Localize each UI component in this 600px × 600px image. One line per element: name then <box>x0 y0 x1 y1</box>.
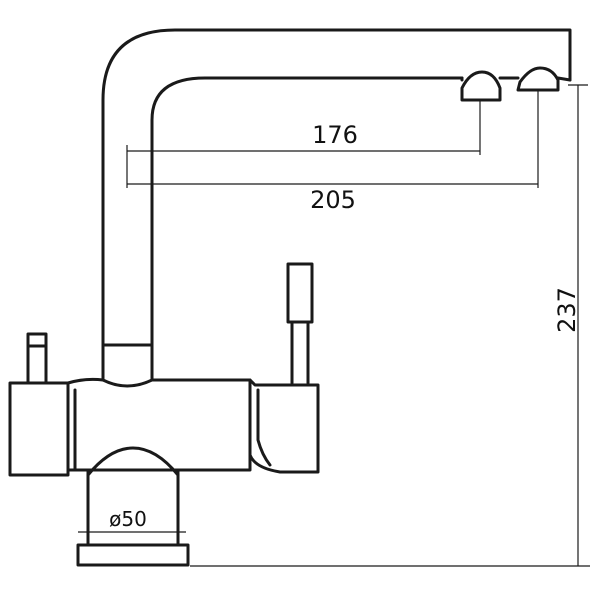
dimension-lines <box>78 84 590 567</box>
outlet-nozzles <box>460 66 560 102</box>
faucet-body <box>8 377 320 477</box>
right-lever-handle <box>286 262 314 385</box>
dim-label-205: 205 <box>310 186 356 214</box>
dim-label-237: 237 <box>553 287 581 333</box>
left-handle <box>26 332 48 385</box>
dim-label-176: 176 <box>312 121 358 149</box>
dim-label-diameter: ø50 <box>109 507 147 531</box>
faucet-spout <box>101 28 572 382</box>
